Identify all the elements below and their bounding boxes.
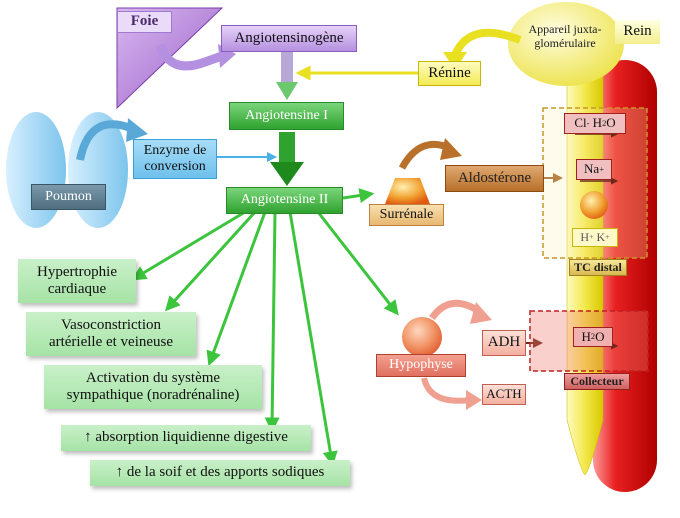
aldosterone-box: Aldostérone [445,165,544,192]
surrenale-shape [385,178,430,204]
enzyme-line1: Enzyme de [143,142,207,158]
adh-box: ADH [482,330,526,356]
ion-h2o-collect-o: O [595,328,605,344]
jga-arrow [451,28,522,57]
ion-na: Na [584,161,600,177]
ion-na-box: Na+ [576,159,612,180]
effect-arrow-2 [164,210,257,312]
a1-to-a2-head [270,162,304,186]
a2-surrenale-arrow [342,188,375,203]
ion-hk-box: H+ K+ [572,228,618,247]
pump-ball [580,191,608,219]
renine-box: Rénine [418,61,481,86]
effect-arrow-hypophyse [316,211,399,316]
hypophyse-ball [402,317,442,357]
ion-h: H [580,229,590,244]
ag-to-a1-shaft [281,52,293,84]
tc-distal-label: TC distal [569,259,627,276]
surrenale-box: Surrénale [369,204,444,226]
effect-2-line2: artérielle et veineuse [48,334,174,350]
foie-label: Foie [117,11,172,33]
poumon-box: Poumon [31,184,106,210]
effect-1-line2: cardiaque [47,281,107,297]
ion-h2o-o: O [606,115,616,131]
appareil-juxtaglomerulaire: Appareil juxta- glomérulaire [512,18,618,56]
hypo-adh-head [470,302,492,324]
effect-vasoconstriction: Vasoconstriction artérielle et veineuse [26,312,196,356]
juxtaglomerular-ball [508,2,624,86]
a1-to-a2-shaft [279,132,295,166]
ion-h2o-collect-sub: 2 [590,331,596,342]
effect-soif: ↑ de la soif et des apports sodiques [90,460,350,486]
hypophyse-box: Hypophyse [376,354,466,377]
effect-3-line2: sympathique (noradrénaline) [66,387,240,403]
effect-arrow-3 [206,211,267,367]
ion-cl-charge: - [586,117,590,128]
enzyme-line2: conversion [144,159,206,174]
acth-box: ACTH [482,384,526,405]
angiotensinogene-box: Angiotensinogène [221,25,357,52]
effect-arrow-1 [131,210,246,281]
angiotensine-2-box: Angiotensine II [226,187,343,214]
ion-h2o-h: H [592,115,603,131]
appareil-line2: glomérulaire [534,36,596,50]
surrenale-aldo-head [440,138,462,160]
ag-to-a1-head [276,82,298,100]
angiotensine-1-box: Angiotensine I [229,102,344,130]
lung-left [6,112,66,228]
liver-arrow [155,43,224,71]
appareil-line1: Appareil juxta- [528,22,602,37]
effect-5-line1: ↑ de la soif et des apports sodiques [115,464,325,481]
ion-h2o-sub: 2 [602,117,607,128]
effect-1-line1: Hypertrophie [37,263,117,280]
enzyme-conversion-box: Enzyme de conversion [133,139,217,179]
ion-h2o-collect-h: H [581,328,591,344]
ion-cl: Cl [574,115,587,131]
effect-arrow-5 [288,211,338,467]
lung-arrow [76,120,137,161]
effect-sympathique: Activation du système sympathique (norad… [44,365,262,409]
ion-k: K [596,229,606,244]
hypo-acth-arrow [421,377,471,404]
effect-3-line1: Activation du système [85,369,221,386]
effect-arrow-4 [264,211,280,433]
effect-2-line1: Vasoconstriction [61,316,161,333]
collecteur-label: Collecteur [564,373,630,390]
lung-arrow-head [126,118,148,142]
effect-absorption: ↑ absorption liquidienne digestive [61,425,311,451]
hypo-acth-head [466,390,482,410]
ion-k-charge: + [605,232,610,242]
ion-h-charge: + [589,232,594,242]
rein-label: Rein [615,20,660,44]
ion-na-charge: + [599,163,604,174]
effect-hypertrophie: Hypertrophie cardiaque [18,259,136,303]
effect-4-line1: ↑ absorption liquidienne digestive [84,429,288,446]
